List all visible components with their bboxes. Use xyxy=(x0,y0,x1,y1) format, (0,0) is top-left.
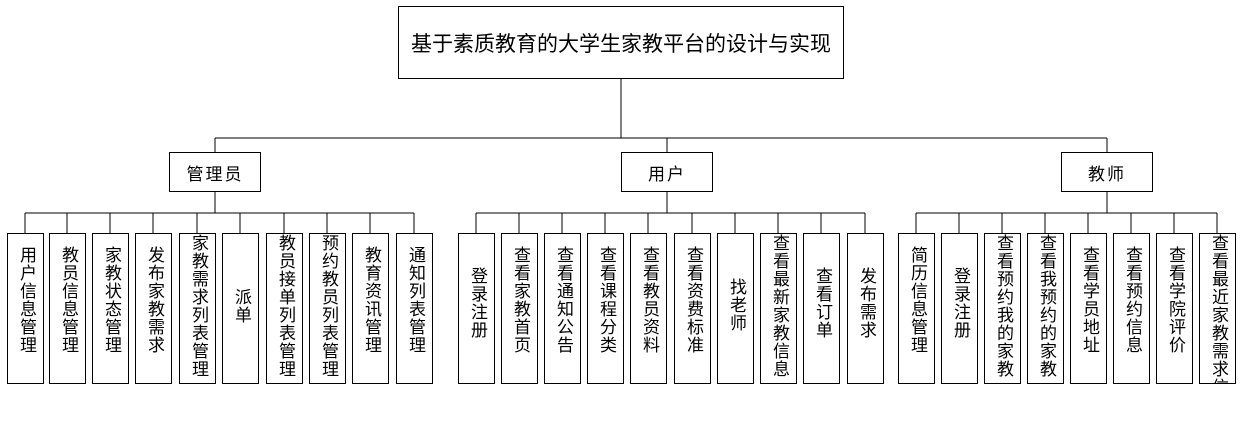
leaf-label: 查看学员地址 xyxy=(1079,246,1099,354)
root-title: 基于素质教育的大学生家教平台的设计与实现 xyxy=(411,31,831,56)
leaf-label: 查看课程分类 xyxy=(596,246,616,354)
leaf-label: 用户信息管理 xyxy=(16,246,36,354)
leaf-label: 查看订单 xyxy=(812,267,832,339)
leaf-label: 查看最新家教信息 xyxy=(769,234,789,378)
leaf-label: 查看教员资料 xyxy=(639,246,659,354)
leaf-node: 查看最新家教信息 xyxy=(760,233,797,384)
leaf-label: 家教需求列表管理 xyxy=(188,234,208,378)
leaf-label: 预约教员列表管理 xyxy=(318,234,338,378)
leaf-label: 查看预约我的家教 xyxy=(993,234,1013,378)
leaf-label: 教员接单列表管理 xyxy=(275,234,295,378)
leaf-node: 查看预约信息 xyxy=(1113,233,1150,384)
leaf-node: 教育资讯管理 xyxy=(352,233,389,384)
leaf-node: 简历信息管理 xyxy=(898,233,935,384)
leaf-label: 发布家教需求 xyxy=(144,246,164,354)
leaf-label: 家教状态管理 xyxy=(101,246,121,354)
group-label: 用户 xyxy=(648,164,686,185)
leaf-label: 找老师 xyxy=(726,278,746,332)
leaf-node: 用户信息管理 xyxy=(7,233,44,384)
leaf-node: 登录注册 xyxy=(458,233,495,384)
leaf-node: 预约教员列表管理 xyxy=(309,233,346,384)
leaf-node: 查看我预约的家教 xyxy=(1027,233,1064,384)
group-node-teacher: 教师 xyxy=(1061,152,1153,192)
leaf-node: 查看资费标准 xyxy=(674,233,711,384)
leaf-label: 查看资费标准 xyxy=(683,246,703,354)
leaf-label: 查看预约信息 xyxy=(1122,246,1142,354)
leaf-label: 查看通知公告 xyxy=(553,246,573,354)
group-node-admin: 管理员 xyxy=(169,152,261,192)
leaf-node: 查看订单 xyxy=(803,233,840,384)
leaf-label: 教员信息管理 xyxy=(58,246,78,354)
leaf-node: 查看家教首页 xyxy=(501,233,538,384)
leaf-node: 查看教员资料 xyxy=(630,233,667,384)
leaf-label: 派单 xyxy=(231,288,251,324)
group-node-user: 用户 xyxy=(621,152,713,192)
leaf-node: 查看通知公告 xyxy=(544,233,581,384)
leaf-node: 查看课程分类 xyxy=(587,233,624,384)
group-label: 教师 xyxy=(1088,164,1126,185)
leaf-label: 简历信息管理 xyxy=(907,246,927,354)
leaf-node: 发布需求 xyxy=(847,233,884,384)
leaf-node: 查看学员地址 xyxy=(1070,233,1107,384)
leaf-label: 查看家教首页 xyxy=(510,246,530,354)
leaf-node: 发布家教需求 xyxy=(135,233,172,384)
leaf-node: 查看预约我的家教 xyxy=(984,233,1021,384)
leaf-label: 发布需求 xyxy=(856,267,876,339)
leaf-node: 查看最近家教需求信息 xyxy=(1199,233,1236,384)
leaf-node: 通知列表管理 xyxy=(396,233,433,384)
leaf-label: 通知列表管理 xyxy=(405,246,425,354)
leaf-label: 查看最近家教需求信息 xyxy=(1208,234,1228,384)
leaf-node: 家教需求列表管理 xyxy=(179,233,216,384)
leaf-node: 找老师 xyxy=(717,233,754,384)
leaf-node: 教员接单列表管理 xyxy=(266,233,303,384)
leaf-node: 家教状态管理 xyxy=(92,233,129,384)
leaf-node: 查看学院评价 xyxy=(1156,233,1193,384)
leaf-label: 查看学院评价 xyxy=(1165,246,1185,354)
leaf-label: 教育资讯管理 xyxy=(361,246,381,354)
leaf-label: 登录注册 xyxy=(950,267,970,339)
leaf-node: 登录注册 xyxy=(941,233,978,384)
leaf-node: 派单 xyxy=(222,233,259,384)
leaf-node: 教员信息管理 xyxy=(49,233,86,384)
leaf-label: 登录注册 xyxy=(467,267,487,339)
leaf-label: 查看我预约的家教 xyxy=(1036,234,1056,378)
group-label: 管理员 xyxy=(186,164,244,185)
root-node: 基于素质教育的大学生家教平台的设计与实现 xyxy=(398,6,844,79)
